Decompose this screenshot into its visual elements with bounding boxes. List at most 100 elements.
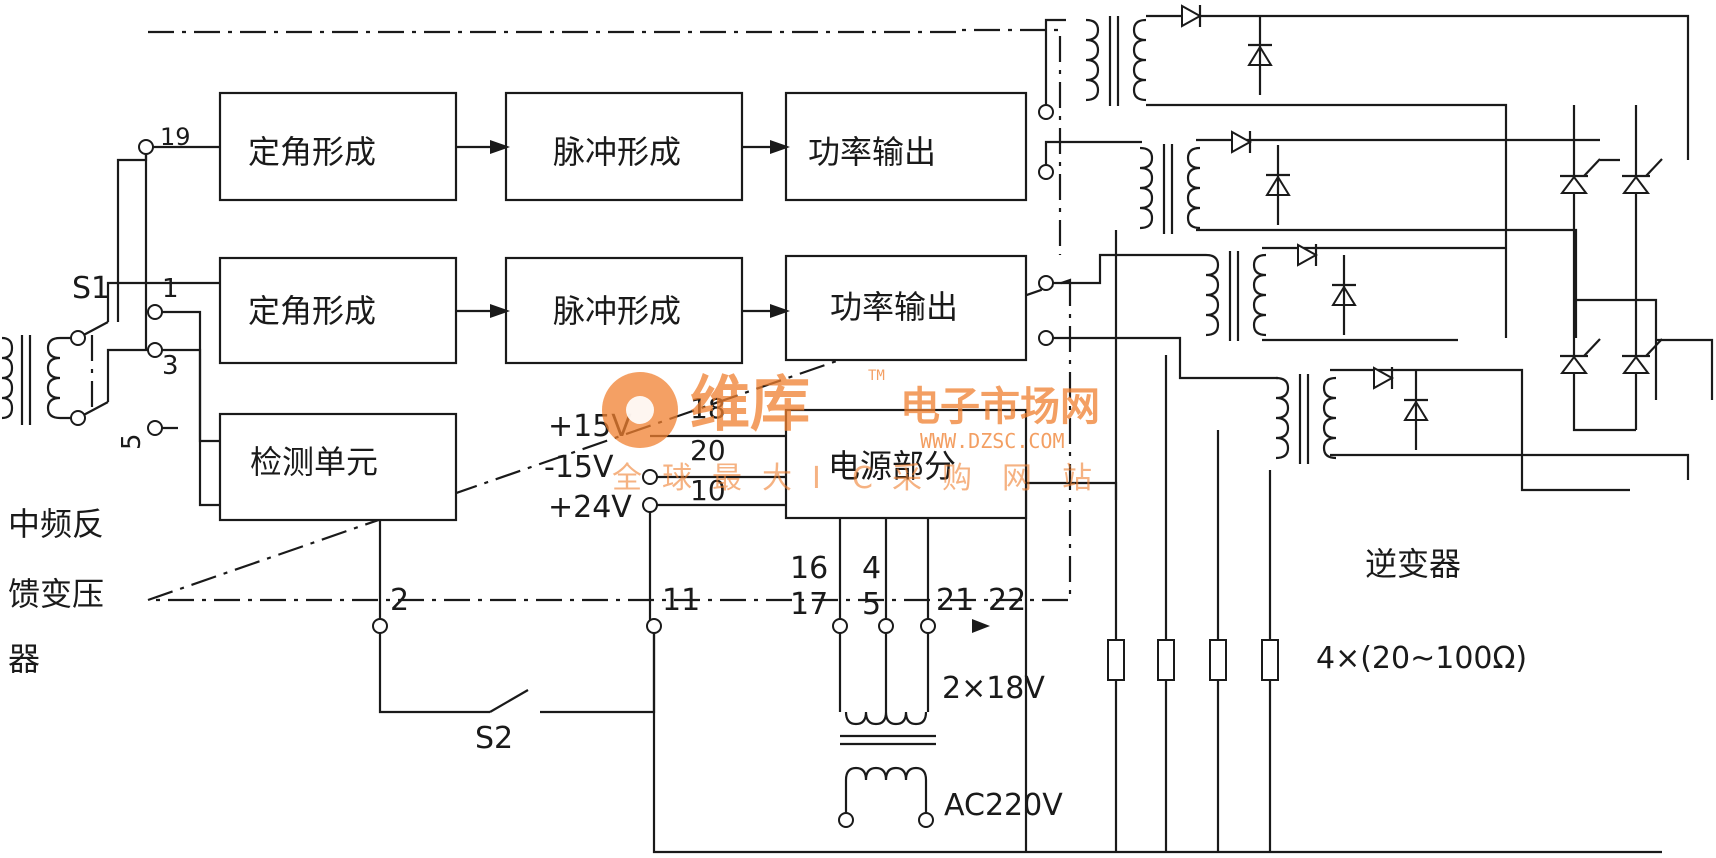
wire — [489, 689, 529, 713]
terminal-icon — [1038, 164, 1054, 180]
switch-s2-label: S2 — [475, 721, 513, 756]
label-ac220v: AC220V — [944, 788, 1063, 823]
terminal-icon — [138, 139, 154, 155]
arrow-icon — [972, 619, 990, 633]
arrow-icon — [770, 304, 790, 318]
pulse-transformer-icon — [1205, 251, 1267, 341]
terminal-icon — [372, 618, 388, 634]
terminal-5b-label: 5 — [862, 587, 881, 622]
signal-arrows — [490, 140, 990, 633]
terminal-16-label: 16 — [790, 551, 828, 586]
diode-icon — [1403, 370, 1429, 450]
block-psu-label: 电源部分 — [828, 447, 956, 485]
watermark-slogan-char: 最 — [712, 461, 742, 496]
terminal-20-label: 20 — [690, 434, 726, 467]
terminal-icon — [1038, 104, 1054, 120]
thyristor-icon — [1622, 158, 1663, 194]
watermark-slogan-char: 购 — [942, 461, 972, 496]
arrow-icon — [770, 140, 790, 154]
watermark-slogan-char: 全 — [612, 461, 642, 496]
watermark: 维库 TM 电子市场网 WWW.DZSC.COM 全 球 最 大 I C 采 购… — [602, 368, 1100, 496]
terminal-icon — [147, 420, 163, 436]
terminal-icon — [920, 618, 936, 634]
pulse-transformer-icon — [1139, 144, 1201, 234]
wire — [1046, 253, 1206, 285]
inverter-label: 逆变器 — [1365, 545, 1461, 583]
labels: 中频反 馈变压 器 逆变器 S1 S2 +15V -15V +24V 2×18V… — [8, 123, 1527, 823]
block-pulse-2-label: 脉冲形成 — [553, 292, 681, 330]
block-pulse-1-label: 脉冲形成 — [553, 133, 681, 171]
psu-transformer-icon — [840, 711, 936, 820]
terminal-icon — [838, 812, 854, 828]
terminal-icon — [70, 410, 86, 426]
diode-icon — [1373, 366, 1395, 390]
terminal-icon — [1038, 330, 1054, 346]
wire — [1330, 368, 1630, 492]
switch-s1-label: S1 — [72, 271, 110, 306]
block-angle-2-label: 定角形成 — [248, 292, 376, 330]
wire — [1046, 336, 1278, 380]
terminal-22-label: 22 — [988, 583, 1026, 618]
terminal-10-label: 10 — [690, 474, 726, 507]
watermark-tm: TM — [868, 368, 885, 384]
block-power-1: 功率输出 — [784, 91, 1028, 202]
terminals — [70, 104, 1054, 828]
watermark-slogan-char: 大 — [762, 461, 792, 496]
watermark-slogan: 全 球 最 大 I C 采 购 网 站 — [612, 461, 1092, 496]
inverter-thyristors — [1560, 158, 1663, 374]
terminal-17-label: 17 — [790, 587, 828, 622]
terminal-icon — [147, 304, 163, 320]
terminal-2-label: 2 — [390, 583, 409, 618]
watermark-slogan-char: 网 — [1002, 461, 1032, 496]
feedback-transformer-label-1: 中频反 — [8, 505, 104, 543]
terminal-icon — [642, 497, 658, 513]
wire — [540, 626, 656, 714]
wire — [1026, 481, 1118, 500]
feedback-transformer-label-2: 馈变压 — [8, 575, 104, 613]
watermark-slogan-char: 球 — [662, 461, 692, 496]
wire — [1146, 14, 1690, 160]
arrow-icon — [490, 304, 510, 318]
terminal-21-label: 21 — [936, 583, 974, 618]
diode-icon — [1231, 130, 1253, 154]
pulse-transformer-icon — [1275, 374, 1337, 464]
watermark-logo-core-icon — [626, 396, 654, 424]
feedback-transformer-icon — [1, 335, 78, 425]
terminal-icon — [918, 812, 934, 828]
diode-icon — [1181, 4, 1203, 28]
terminal-1-label: 1 — [162, 274, 179, 304]
wire — [1146, 103, 1508, 338]
block-angle-1-label: 定角形成 — [248, 133, 376, 171]
block-angle-2: 定角形成 — [218, 256, 458, 365]
label-minus15v: -15V — [544, 450, 614, 485]
load-resistors — [1107, 639, 1279, 681]
pulse-transformer-icon — [1085, 16, 1147, 106]
terminal-icon — [646, 618, 662, 634]
wire — [1656, 338, 1714, 400]
watermark-brand: 维库 — [690, 370, 810, 440]
block-angle-1: 定角形成 — [218, 91, 458, 202]
terminal-4-label: 4 — [862, 551, 881, 586]
block-psu: 电源部分 — [784, 408, 1028, 520]
watermark-url: WWW.DZSC.COM — [920, 429, 1065, 453]
block-power-2-label: 功率输出 — [830, 288, 958, 326]
block-power-1-label: 功率输出 — [808, 133, 936, 171]
resistor-icon — [1107, 639, 1125, 681]
watermark-slogan-char: 站 — [1062, 461, 1092, 496]
feedback-transformer-label-3: 器 — [8, 640, 40, 678]
terminal-icon — [642, 469, 658, 485]
wiring — [106, 14, 1714, 854]
resistor-icon — [1157, 639, 1175, 681]
watermark-slogan-char: I — [812, 461, 821, 496]
wire — [1330, 453, 1690, 480]
wire — [378, 626, 490, 714]
label-2x18v: 2×18V — [942, 671, 1045, 706]
terminal-3-label: 3 — [162, 351, 179, 381]
diode-icon — [1331, 255, 1357, 335]
label-plus24v: +24V — [548, 490, 632, 525]
terminal-5-label: 5 — [117, 433, 147, 450]
block-power-2: 功率输出 — [784, 254, 1028, 362]
wire — [106, 281, 220, 322]
label-resistors: 4×(20~100Ω) — [1316, 641, 1527, 676]
